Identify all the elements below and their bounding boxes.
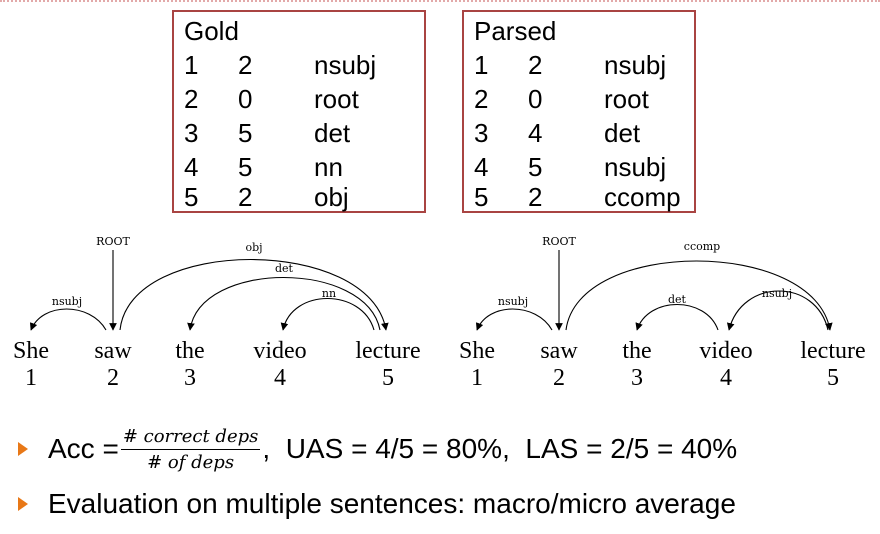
parsed-dependency-tree: ROOT nsubj ccomp det nsubj She saw the v… — [444, 226, 880, 396]
word-lecture: lecture — [800, 338, 865, 364]
word-index: 5 — [382, 365, 394, 391]
head-index: 4 — [528, 118, 543, 148]
dep-index: 2 — [184, 84, 199, 114]
word-saw: saw — [540, 338, 578, 364]
arc-lecture-video — [726, 290, 829, 331]
arc-label: det — [668, 293, 687, 306]
relation-label: det — [604, 118, 641, 148]
acc-suffix: , UAS = 4/5 = 80%, LAS = 2/5 = 40% — [262, 433, 738, 464]
parsed-table-row: 5 2 ccomp — [474, 180, 704, 214]
dep-index: 4 — [184, 152, 199, 182]
gold-table-row: 1 2 nsubj — [184, 48, 414, 82]
word-the: the — [175, 338, 204, 364]
relation-label: root — [314, 84, 359, 114]
relation-label: nn — [314, 152, 343, 182]
word-lecture: lecture — [355, 338, 420, 364]
arc-label: nn — [322, 287, 336, 300]
parsed-tree-svg: ROOT nsubj ccomp det nsubj She saw the v… — [459, 235, 866, 391]
arc-saw-she — [475, 308, 553, 331]
gold-dependency-tree: ROOT nsubj obj det nn She saw the video … — [0, 226, 436, 396]
parsed-table: Parsed 1 2 nsubj 2 0 root 3 4 det 4 5 ns… — [462, 10, 696, 213]
gold-table-row: 2 0 root — [184, 82, 414, 116]
arc-label: ccomp — [684, 240, 720, 253]
relation-label: nsubj — [604, 50, 667, 80]
relation-label: det — [314, 118, 351, 148]
acc-prefix: Acc = — [48, 433, 119, 464]
head-index: 5 — [238, 152, 253, 182]
arc-saw-she — [29, 308, 107, 331]
dep-index: 1 — [474, 50, 489, 80]
word-index: 3 — [184, 365, 196, 391]
relation-label: ccomp — [604, 182, 681, 212]
arc-label: nsubj — [498, 295, 528, 308]
parsed-table-row: 2 0 root — [474, 82, 704, 116]
word-she: She — [459, 338, 495, 364]
head-index: 2 — [238, 50, 253, 80]
gold-table: Gold 1 2 nsubj 2 0 root 3 5 det 4 5 nn 5… — [172, 10, 426, 213]
arc-video-the — [635, 303, 719, 331]
word-index: 4 — [720, 365, 732, 391]
relation-label: nsubj — [314, 50, 377, 80]
word-index: 1 — [471, 365, 483, 391]
fraction-denominator: # of deps — [147, 451, 235, 473]
arc-label: nsubj — [52, 295, 82, 308]
gold-tree-svg: ROOT nsubj obj det nn She saw the video … — [13, 235, 421, 391]
bullet-arrow-icon — [18, 442, 28, 456]
dep-index: 5 — [184, 182, 199, 212]
acc-fraction: # correct deps # of deps — [120, 426, 261, 473]
dep-index: 3 — [184, 118, 199, 148]
evaluation-text: Evaluation on multiple sentences: macro/… — [48, 488, 736, 519]
arc-label: nsubj — [762, 287, 792, 300]
dep-index: 1 — [184, 50, 199, 80]
head-index: 0 — [528, 84, 543, 114]
parsed-table-title: Parsed — [474, 16, 557, 46]
word-index: 1 — [25, 365, 37, 391]
word-she: She — [13, 338, 49, 364]
fraction-numerator: # correct deps — [120, 426, 261, 450]
bullet-accuracy: Acc = # correct deps # of deps , UAS = 4… — [18, 420, 737, 478]
head-index: 0 — [238, 84, 253, 114]
word-index: 5 — [827, 365, 839, 391]
parsed-table-row: 3 4 det — [474, 116, 704, 150]
relation-label: nsubj — [604, 152, 667, 182]
dep-index: 5 — [474, 182, 489, 212]
relation-label: obj — [314, 182, 349, 212]
head-index: 5 — [238, 118, 253, 148]
arc-saw-lecture — [119, 259, 389, 331]
word-index: 2 — [553, 365, 565, 391]
head-index: 5 — [528, 152, 543, 182]
head-index: 2 — [528, 182, 543, 212]
arc-lecture-the — [187, 276, 381, 331]
gold-table-row: 5 2 obj — [184, 180, 414, 214]
word-video: video — [253, 338, 306, 364]
parsed-table-row: 4 5 nsubj — [474, 150, 704, 184]
bullet-arrow-icon — [18, 497, 28, 511]
top-dotted-divider — [0, 0, 880, 2]
word-index: 2 — [107, 365, 119, 391]
word-index: 3 — [631, 365, 643, 391]
parsed-table-row: 1 2 nsubj — [474, 48, 704, 82]
arc-saw-lecture — [565, 260, 833, 331]
head-index: 2 — [528, 50, 543, 80]
word-saw: saw — [94, 338, 132, 364]
bullet-evaluation: Evaluation on multiple sentences: macro/… — [18, 484, 736, 524]
gold-table-row: 3 5 det — [184, 116, 414, 150]
dep-index: 2 — [474, 84, 489, 114]
arc-label: det — [275, 262, 294, 275]
word-the: the — [622, 338, 651, 364]
relation-label: root — [604, 84, 649, 114]
word-video: video — [699, 338, 752, 364]
dep-index: 4 — [474, 152, 489, 182]
word-index: 4 — [274, 365, 286, 391]
arc-label: obj — [245, 241, 262, 254]
arc-lecture-video — [280, 298, 375, 331]
dep-index: 3 — [474, 118, 489, 148]
head-index: 2 — [238, 182, 253, 212]
gold-table-title: Gold — [184, 16, 239, 46]
root-label: ROOT — [542, 235, 576, 248]
root-label: ROOT — [96, 235, 130, 248]
gold-table-row: 4 5 nn — [184, 150, 414, 184]
